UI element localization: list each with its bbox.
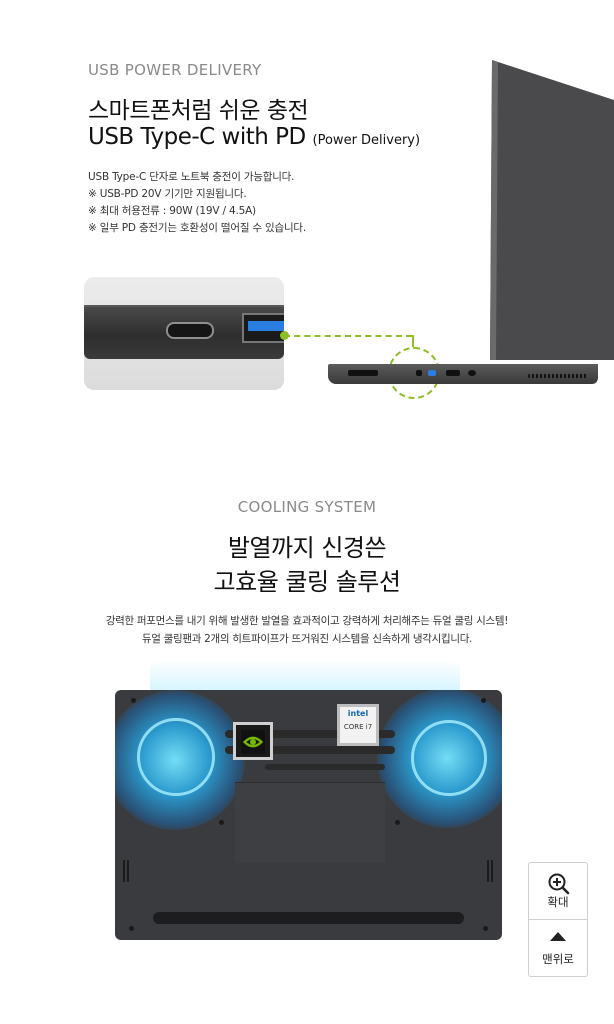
- zoom-in-button[interactable]: 확대: [529, 863, 587, 919]
- heatpipe: [225, 746, 395, 754]
- cpu-chip: intel CORE i7: [337, 704, 379, 746]
- side-grill: [487, 860, 493, 882]
- cooling-desc-line: 듀얼 쿨링팬과 2개의 히트파이프가 뜨거워진 시스템을 신속하게 냉각시킵니다…: [141, 633, 473, 645]
- usb-heading-line2: USB Type-C with PD (Power Delivery): [88, 124, 420, 150]
- callout-line-vertical: [412, 335, 414, 347]
- usb-section-kicker: USB POWER DELIVERY: [88, 61, 262, 79]
- screw: [395, 820, 400, 825]
- right-fan: [411, 720, 487, 796]
- zoom-in-label: 확대: [547, 895, 569, 909]
- port-slot: [446, 370, 460, 376]
- back-to-top-button[interactable]: 맨위로: [529, 919, 587, 976]
- usb-note: ※ 최대 허용전류 : 90W (19V / 4.5A): [88, 205, 256, 217]
- screw: [483, 926, 488, 931]
- laptop-base-image: [328, 364, 598, 384]
- usb-c-port: [166, 322, 214, 339]
- cooling-heading-line2: 고효율 쿨링 솔루션: [213, 568, 401, 596]
- port-slot: [416, 370, 422, 376]
- laptop-lid-image: [490, 60, 614, 360]
- usb-heading-main: USB Type-C with PD: [88, 124, 306, 150]
- zoom-in-icon: [548, 873, 570, 895]
- usb-a-port: [242, 313, 284, 343]
- heatpipe: [225, 730, 395, 738]
- cooling-desc-line: 강력한 퍼포먼스를 내기 위해 발생한 발열을 효과적이고 강력하게 처리해주는…: [105, 615, 509, 627]
- gpu-chip: [233, 722, 273, 760]
- nvidia-logo-icon: [241, 730, 265, 754]
- bottom-vent: [153, 912, 464, 924]
- usb-note: USB Type-C 단자로 노트북 충전이 가능합니다.: [88, 171, 295, 183]
- callout-line: [284, 335, 412, 337]
- cooling-description: 강력한 퍼포먼스를 내기 위해 발생한 발열을 효과적이고 강력하게 처리해주는…: [0, 612, 614, 648]
- arrow-up-icon: [550, 932, 566, 941]
- screw: [219, 820, 224, 825]
- cooling-glow-band: [150, 660, 460, 690]
- port-slot: [348, 370, 378, 376]
- floating-controls: 확대 맨위로: [528, 862, 588, 977]
- usb-heading-line1: 스마트폰처럼 쉬운 충전: [88, 98, 309, 124]
- bottom-panel: [235, 782, 385, 863]
- left-fan: [137, 718, 215, 796]
- screw: [481, 698, 486, 703]
- vent-slot: [528, 374, 588, 378]
- port-closeup-image: [84, 277, 284, 390]
- cooling-heading-line1: 발열까지 신경쓴: [227, 534, 387, 562]
- cpu-badge-text: CORE i7: [343, 723, 373, 731]
- usb-notes: USB Type-C 단자로 노트북 충전이 가능합니다. ※ USB-PD 2…: [88, 169, 306, 237]
- usb-note: ※ USB-PD 20V 기기만 지원됩니다.: [88, 188, 247, 200]
- cooling-section-kicker: COOLING SYSTEM: [237, 498, 377, 516]
- usb-heading-note: (Power Delivery): [312, 133, 421, 148]
- heatpipe: [265, 764, 385, 770]
- cooling-system-image: intel CORE i7: [115, 690, 502, 940]
- intel-logo-icon: intel: [347, 709, 369, 718]
- usb-note: ※ 일부 PD 충전기는 호환성이 떨어질 수 있습니다.: [88, 222, 306, 234]
- screw: [129, 926, 134, 931]
- back-to-top-label: 맨위로: [542, 952, 574, 966]
- screw: [131, 698, 136, 703]
- port-slot: [428, 370, 436, 376]
- port-slot: [468, 370, 476, 376]
- side-grill: [123, 860, 129, 882]
